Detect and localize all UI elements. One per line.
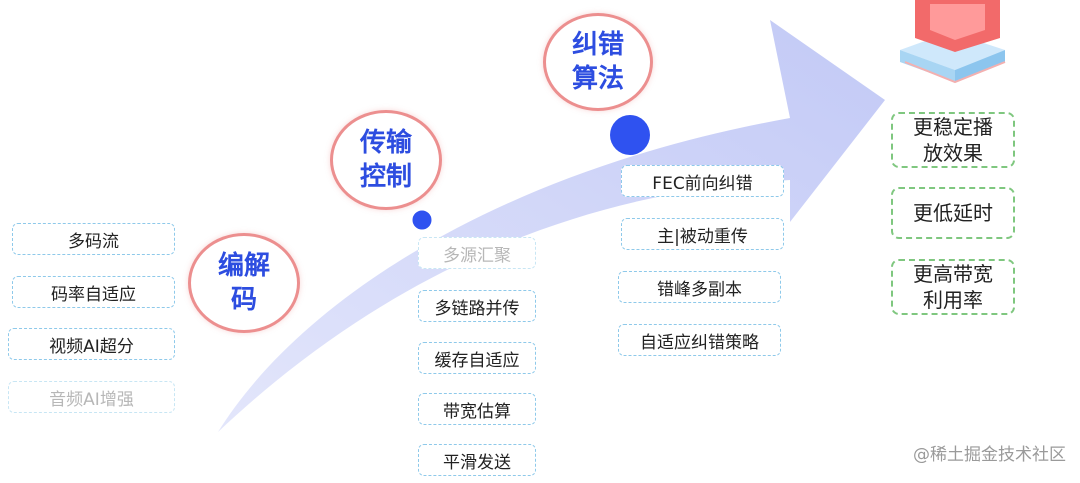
result-stable-playback: 更稳定播 放效果 <box>891 112 1015 168</box>
result-stable-line1: 更稳定播 <box>913 114 993 140</box>
transport-item: 多源汇聚 <box>418 237 536 269</box>
stage-codec: 编解 码 <box>188 233 300 333</box>
stage-fec: 纠错 算法 <box>543 13 653 111</box>
watermark: @稀土掘金技术社区 <box>913 440 1066 465</box>
stage-fec-line2: 算法 <box>572 62 624 96</box>
result-bandwidth-line2: 利用率 <box>913 287 993 313</box>
dot-fec <box>610 115 650 155</box>
stage-transport-line1: 传输 <box>360 126 412 160</box>
transport-item: 带宽估算 <box>418 393 536 425</box>
result-bandwidth-line1: 更高带宽 <box>913 261 993 287</box>
stage-codec-line1: 编解 <box>218 249 270 283</box>
codec-item: 多码流 <box>12 223 175 255</box>
transport-item: 缓存自适应 <box>418 342 536 374</box>
codec-item: 音频AI增强 <box>8 381 175 413</box>
dot-transport <box>411 209 433 231</box>
stage-fec-line1: 纠错 <box>572 28 624 62</box>
stage-transport-line2: 控制 <box>360 160 412 194</box>
fec-item: FEC前向纠错 <box>621 165 784 197</box>
fec-item: 主|被动重传 <box>621 218 784 250</box>
fec-item: 错峰多副本 <box>618 271 781 303</box>
stage-transport: 传输 控制 <box>330 110 442 210</box>
transport-item: 多链路并传 <box>418 290 536 322</box>
transport-item: 平滑发送 <box>418 444 536 476</box>
result-low-latency: 更低延时 <box>891 187 1015 239</box>
result-stable-line2: 放效果 <box>913 140 993 166</box>
result-bandwidth-utilization: 更高带宽 利用率 <box>891 259 1015 315</box>
stage-codec-line2: 码 <box>218 283 270 317</box>
fec-item: 自适应纠错策略 <box>618 324 781 356</box>
stack-3d-icon <box>900 0 1005 82</box>
result-latency-line1: 更低延时 <box>913 200 993 226</box>
codec-item: 码率自适应 <box>12 276 175 308</box>
codec-item: 视频AI超分 <box>8 328 175 360</box>
